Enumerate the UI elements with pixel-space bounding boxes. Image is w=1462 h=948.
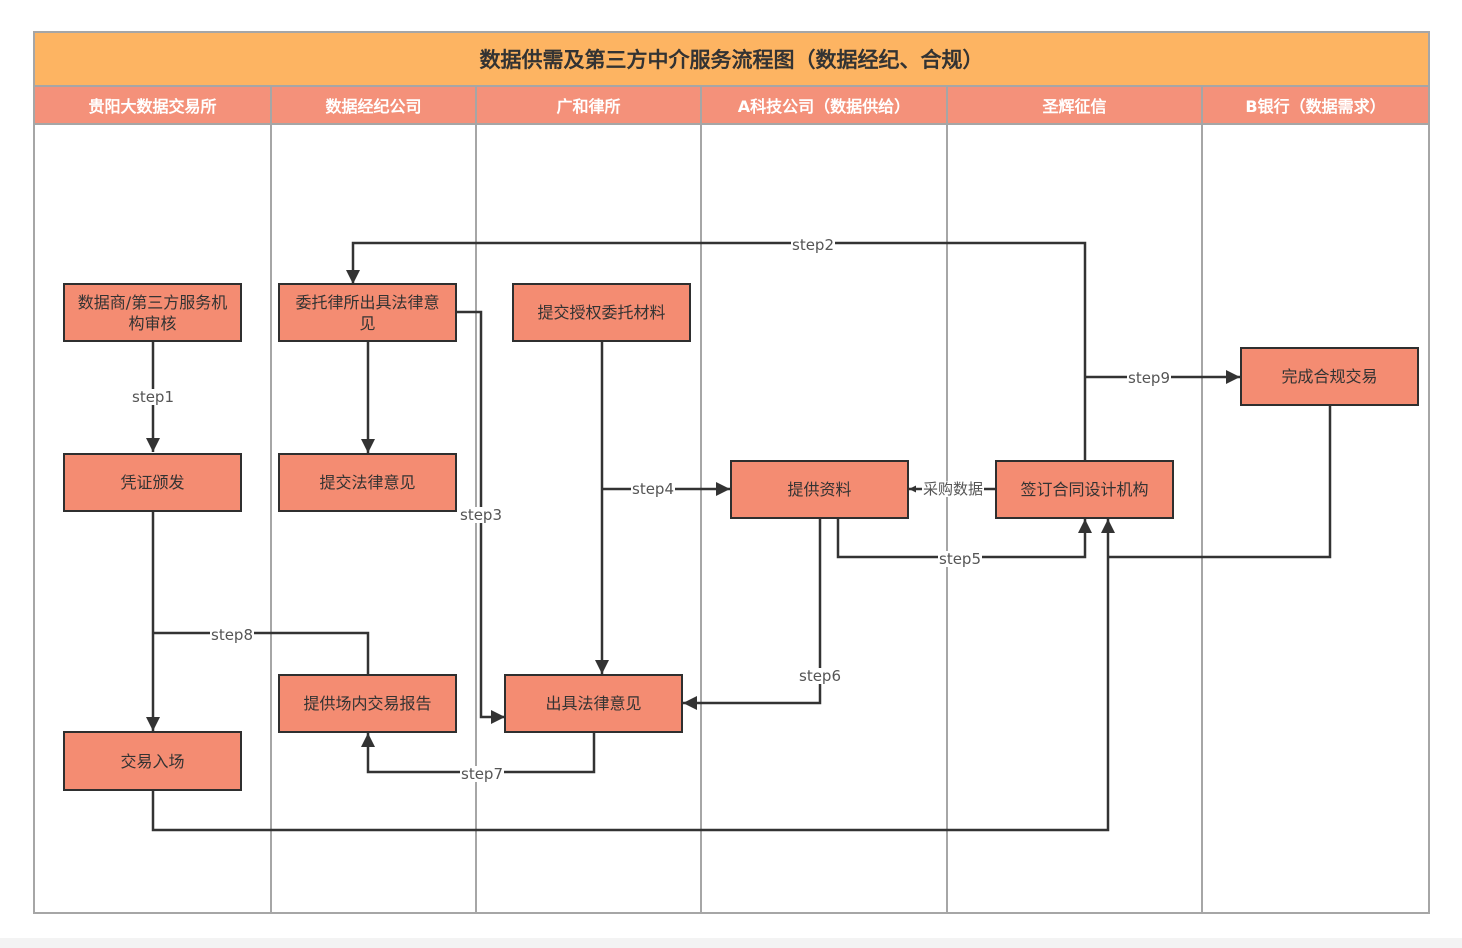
page-bottom-strip [0, 938, 1462, 948]
lane-header-law-firm: 广和律所 [477, 87, 700, 125]
edge-label-step4: step4 [631, 480, 675, 498]
lane-divider [700, 87, 702, 913]
node-provide-materials[interactable]: 提供资料 [730, 460, 909, 519]
node-issue-legal-opinion[interactable]: 出具法律意见 [504, 674, 683, 733]
lane-header-data-broker: 数据经纪公司 [272, 87, 475, 125]
diagram-title: 数据供需及第三方中介服务流程图（数据经纪、合规） [35, 33, 1428, 87]
node-submit-legal-opinion[interactable]: 提交法律意见 [278, 453, 457, 512]
edge-e14-line [1108, 405, 1332, 559]
node-entrust-law-firm[interactable]: 委托律所出具法律意见 [278, 283, 457, 342]
edge-label-step1: step1 [131, 388, 175, 406]
edge-label-step2: step2 [791, 236, 835, 254]
edge-label-step8: step8 [210, 626, 254, 644]
edge-e15-line [146, 519, 1115, 832]
lane-divider [270, 87, 272, 913]
lane-divider [475, 87, 477, 913]
edge-label-step5: step5 [938, 550, 982, 568]
edge-label-step9: step9 [1127, 369, 1171, 387]
lane-header-b-bank: B银行（数据需求） [1203, 87, 1428, 125]
lane-divider [1201, 87, 1203, 913]
edge-e2-line [346, 241, 1087, 460]
lane-divider [946, 87, 948, 913]
edge-label-purchase-data: 采购数据 [921, 480, 985, 498]
node-supplier-review[interactable]: 数据商/第三方服务机构审核 [63, 283, 242, 342]
node-certificate-issue[interactable]: 凭证颁发 [63, 453, 242, 512]
node-trade-entry[interactable]: 交易入场 [63, 731, 242, 791]
edge-label-step6: step6 [798, 667, 842, 685]
node-submit-authorization[interactable]: 提交授权委托材料 [512, 283, 691, 342]
lane-header-a-tech: A科技公司（数据供给） [702, 87, 946, 125]
lane-header-guiyang-exchange: 贵阳大数据交易所 [35, 87, 270, 125]
node-complete-trade[interactable]: 完成合规交易 [1240, 347, 1419, 406]
node-sign-contract[interactable]: 签订合同设计机构 [995, 460, 1174, 519]
edge-e8-line [153, 631, 370, 674]
edge-label-step7: step7 [460, 765, 504, 783]
node-provide-trade-report[interactable]: 提供场内交易报告 [278, 674, 457, 733]
lane-header-shenghui-credit: 圣辉征信 [948, 87, 1201, 125]
edge-label-step3: step3 [459, 506, 503, 524]
